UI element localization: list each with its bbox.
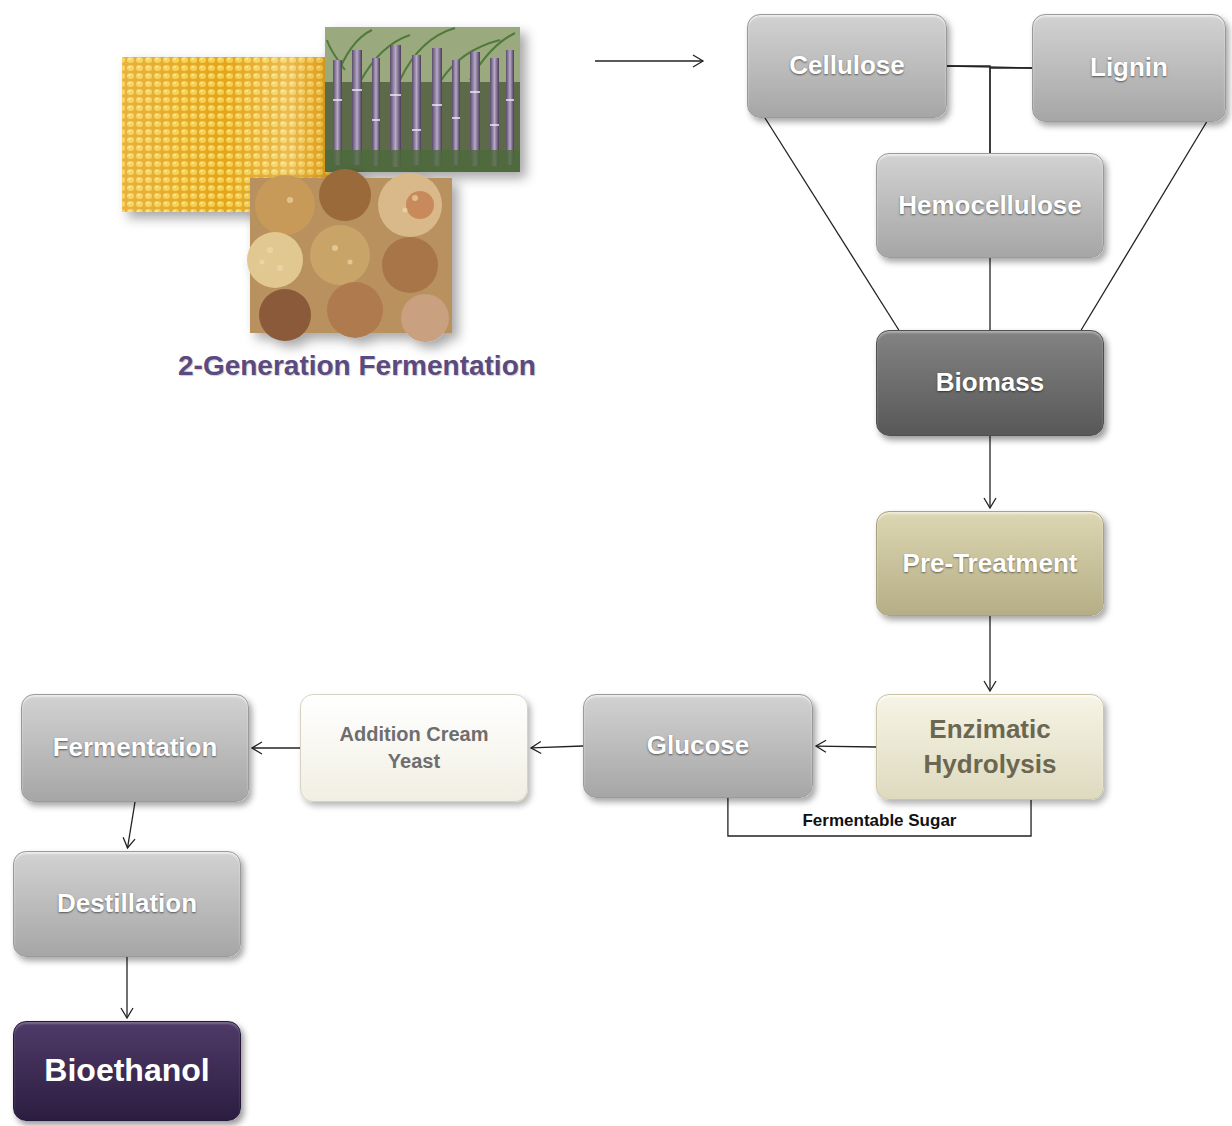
component-box: Cellulose bbox=[747, 14, 947, 118]
connector-label: Fermentable Sugar bbox=[799, 811, 959, 831]
connector bbox=[947, 66, 990, 153]
flow-arrow bbox=[595, 60, 703, 61]
connector bbox=[989, 616, 990, 691]
connector bbox=[989, 436, 990, 508]
connector bbox=[990, 68, 1032, 153]
connector bbox=[252, 747, 300, 748]
connector bbox=[127, 802, 135, 848]
process-box: Addition Cream Yeast bbox=[300, 694, 528, 802]
connector bbox=[728, 798, 1031, 836]
component-box: Lignin bbox=[1032, 14, 1226, 122]
box-label: Bioethanol bbox=[44, 1049, 209, 1092]
box-label: Enzimatic Hydrolysis bbox=[890, 712, 1090, 782]
box-label: Pre-Treatment bbox=[903, 546, 1078, 581]
connector bbox=[126, 957, 127, 1018]
component-box: Hemocellulose bbox=[876, 153, 1104, 258]
process-box: Enzimatic Hydrolysis bbox=[876, 694, 1104, 800]
process-box: Destillation bbox=[13, 851, 241, 957]
process-box: Fermentation bbox=[21, 694, 249, 802]
box-label: Hemocellulose bbox=[898, 188, 1082, 223]
product-box: Glucose bbox=[583, 694, 813, 798]
box-label: Destillation bbox=[57, 886, 197, 921]
box-label: Addition Cream Yeast bbox=[334, 721, 494, 775]
box-label: Biomass bbox=[936, 365, 1044, 400]
biomass-box: Biomass bbox=[876, 330, 1104, 436]
process-box: Pre-Treatment bbox=[876, 511, 1104, 616]
box-label: Fermentation bbox=[53, 730, 218, 765]
box-label: Lignin bbox=[1090, 50, 1168, 85]
box-label: Glucose bbox=[647, 728, 750, 763]
product-box: Bioethanol bbox=[13, 1021, 241, 1121]
connector bbox=[531, 746, 583, 748]
connector bbox=[989, 258, 990, 330]
box-label: Cellulose bbox=[789, 48, 905, 83]
connector bbox=[816, 745, 876, 747]
figure-title: 2-Generation Fermentation bbox=[178, 350, 536, 382]
